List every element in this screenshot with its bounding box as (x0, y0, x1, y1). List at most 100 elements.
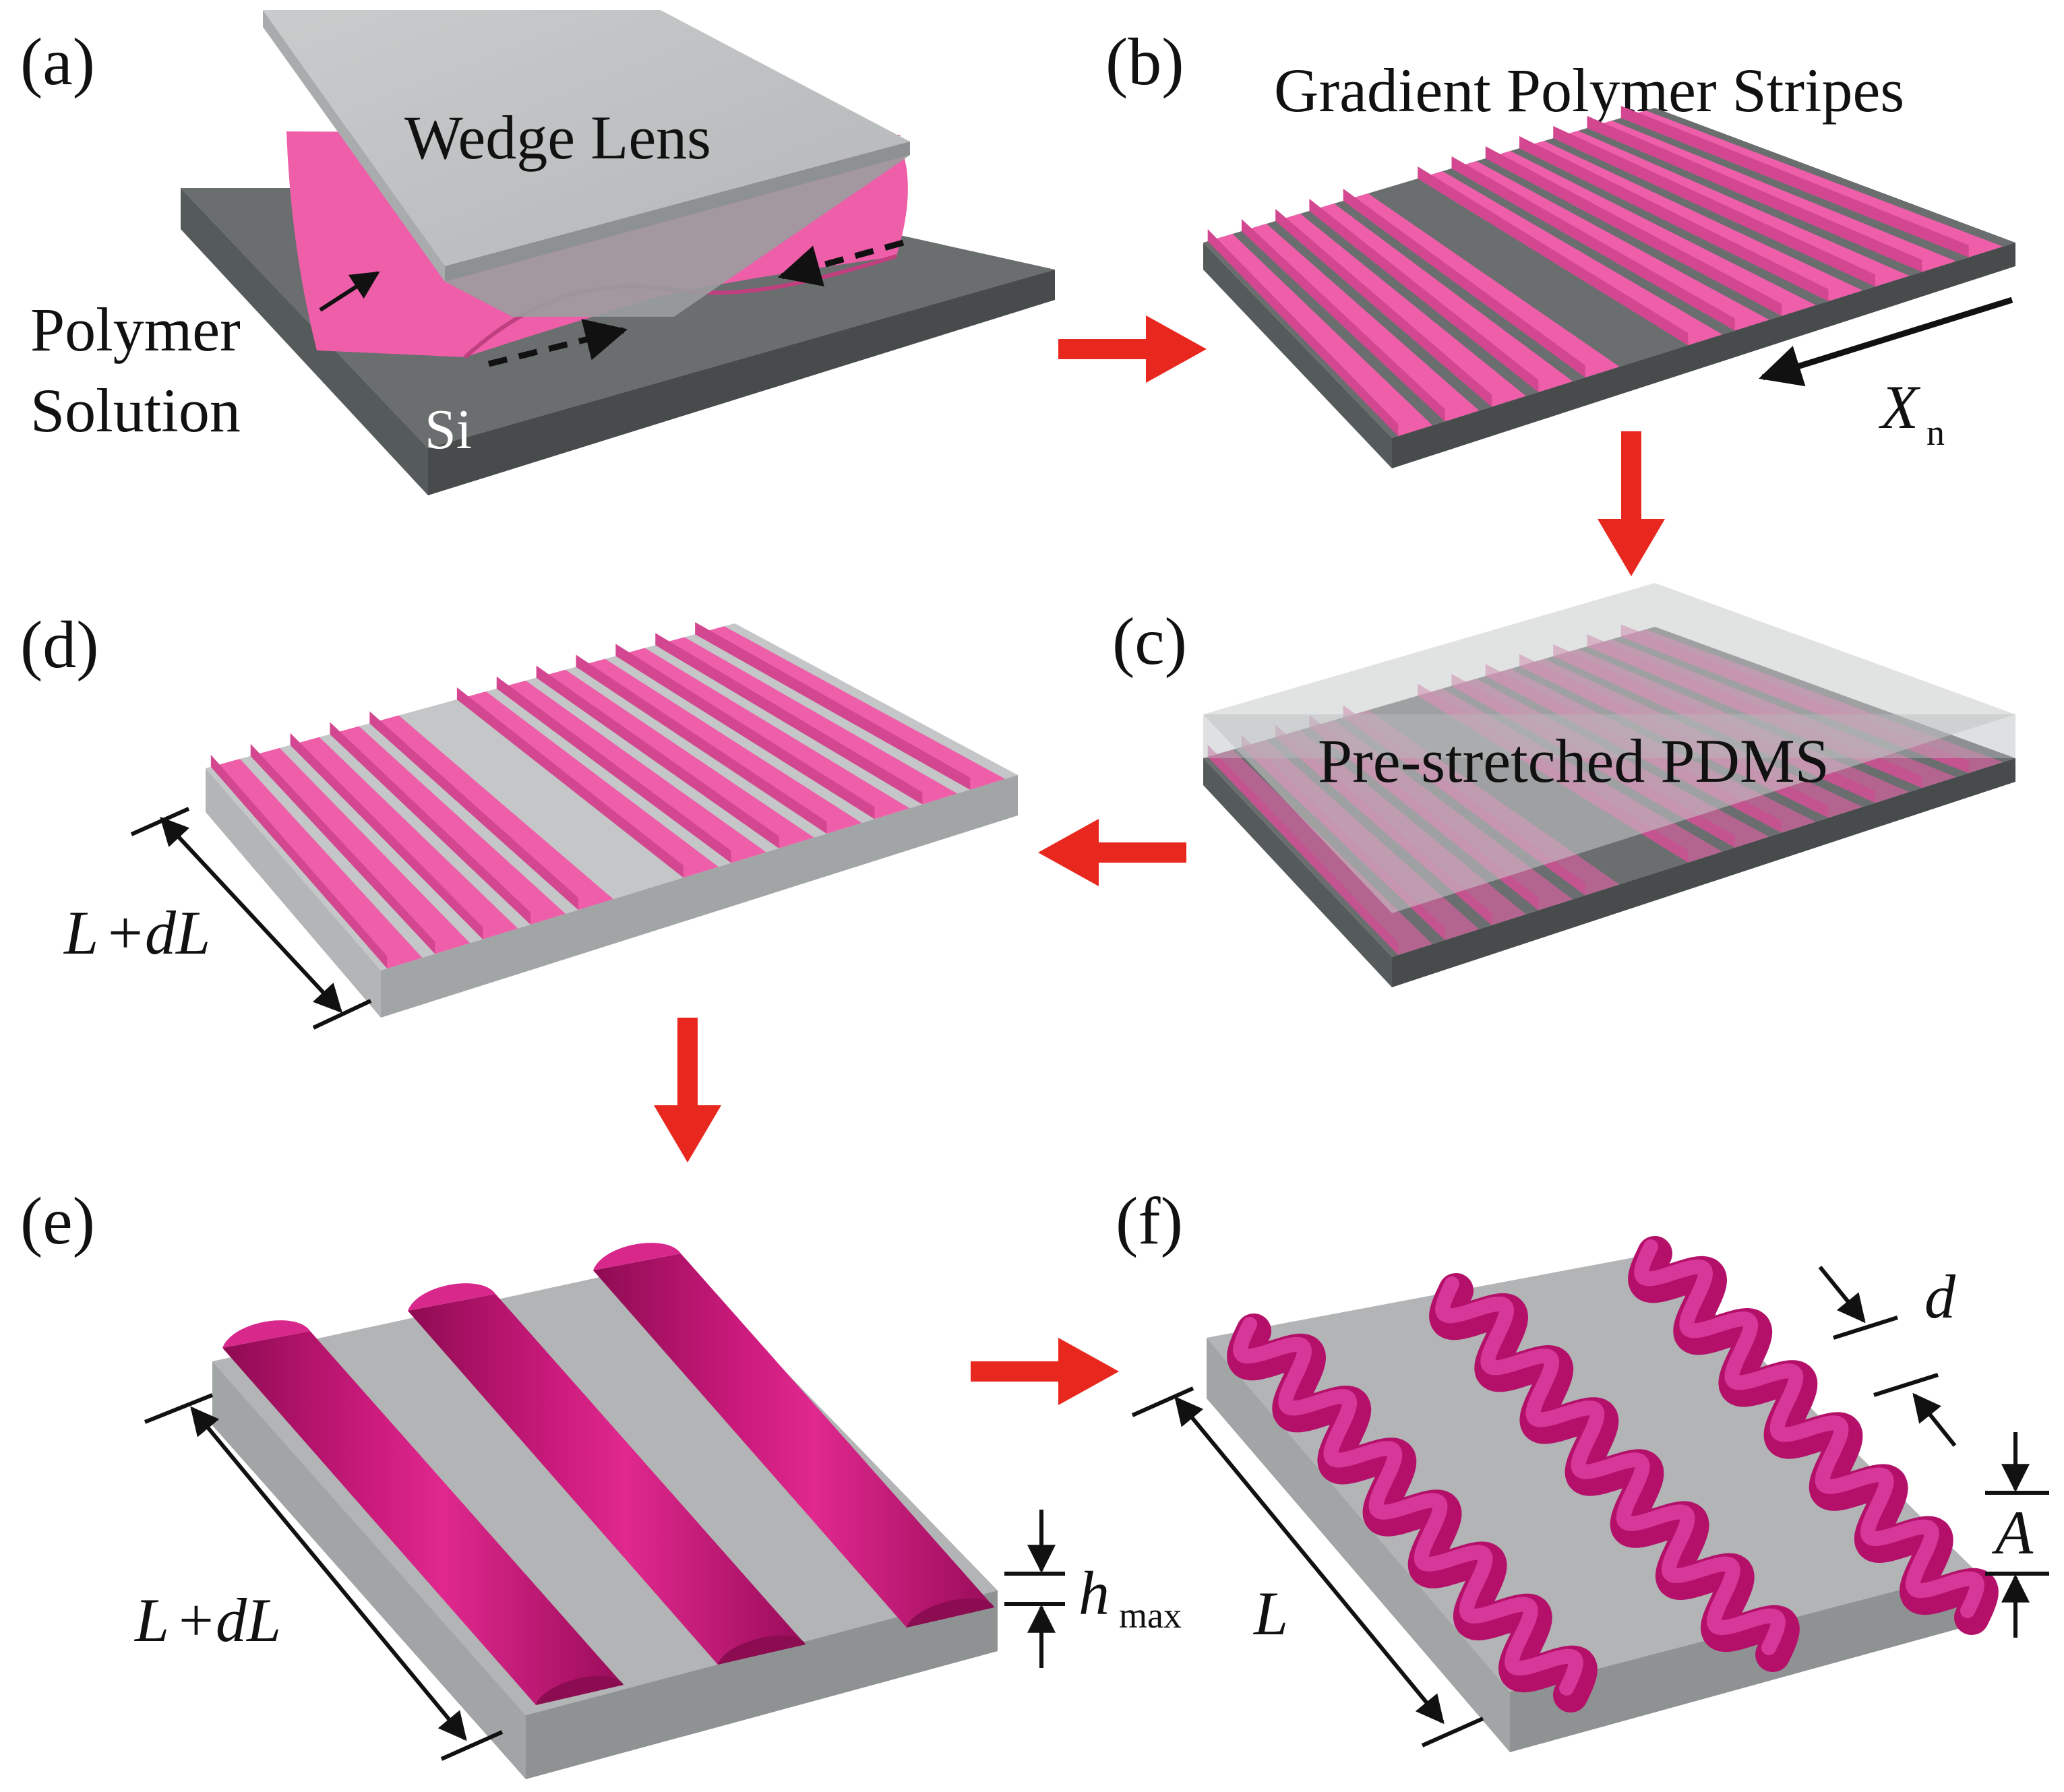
stripe-d-edge-9 (576, 654, 827, 834)
stripe-d-edge-3 (290, 733, 483, 939)
flow-arrow-right (487, 319, 628, 367)
stripe-b-1 (1207, 234, 1433, 437)
stripe-b-edge-7 (1451, 156, 1735, 331)
stripe-d-edge-12 (695, 622, 971, 790)
length-tick-end-e (440, 1730, 504, 1761)
dimension-op-e: + (179, 1586, 214, 1655)
stripe-b-3 (1275, 214, 1526, 407)
wedge-lens-underside (445, 155, 910, 317)
wedge-lens-top (263, 10, 910, 266)
height-subscript: max (1119, 1595, 1182, 1636)
stripe-b-edge-1 (1207, 229, 1399, 437)
length-tick-start-d (130, 807, 190, 836)
silicon-substrate-edge (181, 188, 428, 495)
silicon-substrate-b-edge (1203, 243, 1392, 468)
length-dimension-arrow-e (190, 1406, 467, 1741)
panel-c-title: Pre-stretched PDMS (1318, 727, 1829, 795)
spacing-tick-bottom (1873, 1373, 1939, 1397)
polymer-stripes-b (1207, 106, 2003, 437)
spacing-arrow-in-top (1818, 1266, 1866, 1324)
stripe-d-edge-8 (536, 665, 779, 848)
dimension-L-d: L (63, 898, 98, 967)
stripe-d-4 (330, 726, 566, 925)
dimension-dL-e: dL (216, 1586, 281, 1655)
silicon-substrate-b-side (1392, 243, 2015, 468)
stripe-b-edge-10 (1553, 126, 1875, 287)
wrinkled-stripe-highlight-2 (1435, 1276, 1786, 1655)
pdms-slab-top (1203, 583, 2015, 913)
pdms-substrate-f-side (1510, 1570, 1975, 1752)
height-symbol: h (1079, 1559, 1110, 1628)
length-tick-end-f (1421, 1717, 1484, 1748)
flow-arrow-left (777, 239, 905, 287)
dimension-L-f: L (1252, 1579, 1288, 1648)
stripe-b-4 (1309, 204, 1573, 392)
arrow-a-to-b (1058, 315, 1207, 383)
solution-label-line1: Polymer (30, 295, 241, 364)
pdms-slab-front (1203, 714, 2015, 758)
stripe-c-1 (1207, 749, 1433, 956)
stripe-b-2 (1241, 224, 1480, 422)
stripe-d-edge-10 (615, 644, 875, 820)
arrow-c-to-d (1038, 819, 1186, 886)
panel-c-label: (c) (1112, 604, 1187, 679)
stripe-b-edge-2 (1241, 219, 1445, 422)
polymer-cylinder-3 (593, 1243, 994, 1628)
panel-a-label: (a) (20, 24, 95, 99)
stripe-d-2 (250, 747, 471, 954)
stripe-b-edge-8 (1485, 146, 1782, 316)
substrate-label: Si (425, 398, 472, 461)
stripe-d-edge-5 (369, 711, 578, 910)
length-tick-start-e (144, 1393, 214, 1424)
solution-label-line2: Solution (30, 376, 241, 445)
panel-d-label: (d) (20, 607, 99, 682)
wrinkled-stripe-highlight-3 (1634, 1239, 1984, 1618)
stripe-c-edge-1 (1207, 745, 1399, 956)
panel-b-label: (b) (1105, 24, 1184, 99)
stripe-b-edge-11 (1587, 116, 1922, 272)
stripe-b-edge-12 (1620, 106, 1969, 257)
stripe-b-edge-4 (1309, 199, 1539, 392)
dimension-L-e: L (133, 1586, 169, 1655)
meniscus-pointer-arrow (319, 271, 380, 312)
length-dimension-arrow-d (160, 816, 342, 1014)
stripe-d-edge-11 (655, 633, 923, 805)
silicon-substrate-c-side (1392, 758, 2015, 987)
silicon-substrate-c-edge (1203, 758, 1392, 987)
stripe-d-edge-2 (250, 743, 435, 954)
arrow-b-to-c (1598, 431, 1665, 576)
spacing-symbol: d (1924, 1262, 1956, 1331)
spacing-tick-top (1833, 1316, 1898, 1340)
panel-f-label: (f) (1116, 1183, 1183, 1258)
gradient-direction-arrow (1758, 297, 2013, 387)
panel-d: (d) L + dL (20, 607, 1018, 1030)
stripe-d-6 (456, 691, 719, 878)
axis-symbol: X (1878, 373, 1921, 441)
wedge-lens-side (445, 142, 910, 282)
pdms-substrate-d-side (381, 775, 1018, 1018)
panel-b-title: Gradient Polymer Stripes (1274, 56, 1904, 125)
silicon-substrate-side (428, 270, 1055, 495)
amplitude-symbol: A (1991, 1498, 2034, 1567)
process-arrows (654, 315, 1665, 1405)
length-tick-end-d (312, 999, 372, 1030)
length-tick-start-f (1131, 1386, 1194, 1417)
lens-label: Wedge Lens (404, 103, 711, 172)
length-dimension-arrow-f (1174, 1396, 1445, 1725)
panel-a: (a) Wedge Lens Polymer Solution Si (20, 10, 1055, 495)
axis-subscript: n (1926, 412, 1945, 453)
panel-b: (b) Gradient Polymer Stripes X n (1105, 24, 2015, 468)
stripe-d-5 (369, 715, 613, 910)
dimension-dL-d: dL (145, 898, 210, 967)
wedge-lens-edge (263, 10, 445, 282)
stripe-b-edge-9 (1519, 136, 1829, 301)
panel-f: (f) L d A (1116, 1183, 2049, 1752)
panel-c: (c) Pre-stretched PDMS (1112, 583, 2015, 987)
stripe-d-edge-6 (456, 687, 684, 878)
panel-e-label: (e) (20, 1183, 95, 1258)
stripe-b-edge-5 (1343, 189, 1585, 378)
stripe-d-edge-4 (330, 722, 531, 925)
stripe-b-edge-6 (1418, 166, 1689, 346)
stripe-d-edge-7 (496, 676, 731, 863)
